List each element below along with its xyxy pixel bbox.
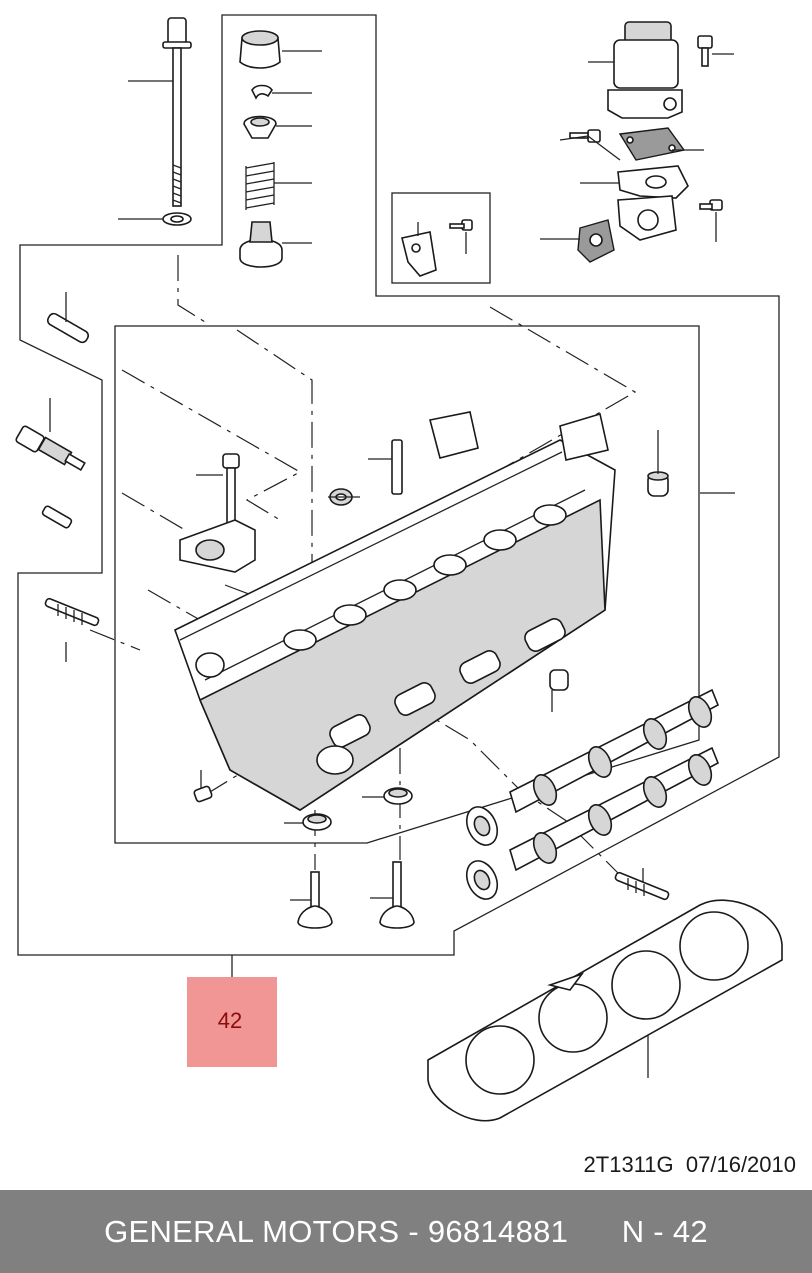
intake-stud xyxy=(614,871,670,901)
egr-valve-gasket xyxy=(618,127,686,161)
drawing-date: 07/16/2010 xyxy=(685,1152,796,1177)
highlighted-part-marker[interactable]: 42 xyxy=(187,977,277,1067)
exhaust-stud xyxy=(44,597,100,627)
intake-valve-seal xyxy=(302,813,332,831)
drawing-id: 2T1311G xyxy=(583,1152,674,1177)
expansion-plug xyxy=(647,471,669,497)
valve-spring xyxy=(245,162,275,210)
footer-manufacturer: GENERAL MOTORS xyxy=(104,1213,400,1249)
cylinder-head xyxy=(174,439,616,811)
valve-tappet xyxy=(239,30,281,69)
cam-bearing-cap-left xyxy=(179,519,256,573)
exhaust-valve xyxy=(379,861,415,929)
camshafts xyxy=(509,688,720,872)
valve-stem-seal xyxy=(239,221,283,268)
intake-valve xyxy=(297,871,333,929)
footer-part-number: 96814881 xyxy=(427,1213,569,1249)
cam-bearing-cap-right xyxy=(429,411,609,461)
egr-mount-bolt xyxy=(697,35,713,67)
footer-sep-space-1 xyxy=(399,1214,408,1250)
cam-cap-bolt xyxy=(222,453,240,529)
highlighted-part-number: 42 xyxy=(218,1008,242,1033)
dowel-pin xyxy=(46,312,90,344)
egr-cover-bolt xyxy=(449,219,473,231)
head-bolt-washer xyxy=(162,212,192,226)
oil-gallery-plug xyxy=(193,785,213,803)
egr-pipe-gasket xyxy=(577,219,615,263)
footer-page-label: N - 42 xyxy=(621,1213,708,1249)
spring-retainer xyxy=(243,115,277,139)
footer-bar: GENERAL MOTORS - 96814881 N - 42 xyxy=(0,1190,812,1273)
exhaust-valve-seal xyxy=(383,787,413,805)
egr-valve xyxy=(607,21,683,119)
locating-dowel xyxy=(549,669,569,691)
egr-gasket-inset-box xyxy=(391,192,491,284)
camshaft-oil-seals xyxy=(465,806,499,900)
egr-cover-gasket xyxy=(401,231,437,277)
footer-separator: - xyxy=(408,1213,419,1249)
head-bolt xyxy=(162,17,192,207)
footer-sep-space-2 xyxy=(419,1214,428,1250)
egr-adapter-tube xyxy=(617,165,689,241)
drawing-reference: 2T1311G 07/16/2010 xyxy=(584,1152,796,1178)
coolant-temp-sensor xyxy=(15,425,86,529)
valve-keepers xyxy=(251,84,273,100)
leader-lines xyxy=(49,50,735,1078)
egr-pipe-bolt xyxy=(699,199,723,211)
head-gasket xyxy=(427,899,783,1122)
drawing-id-gap xyxy=(674,1152,686,1177)
outer-assembly-outline xyxy=(17,14,780,956)
footer-gap xyxy=(568,1214,621,1250)
exploded-parts-diagram: 42 xyxy=(15,14,783,1122)
spark-plug-tube xyxy=(391,439,403,495)
